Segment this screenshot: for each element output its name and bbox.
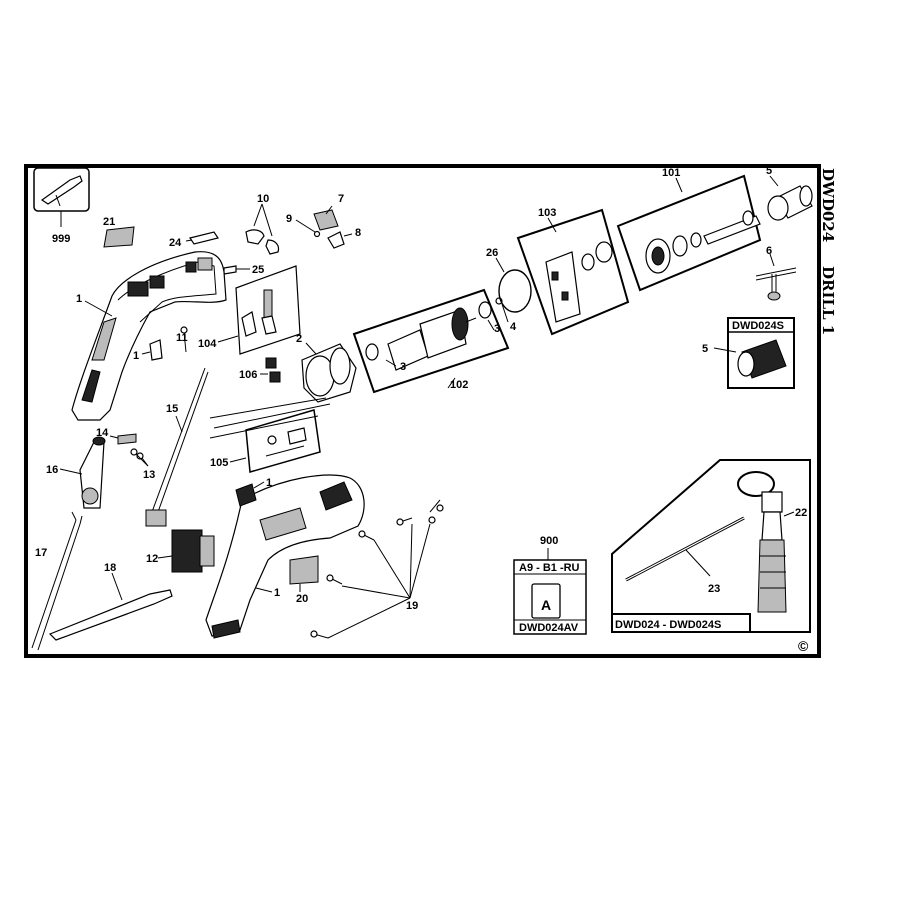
manual-book-icon [531,583,561,619]
side-title-type: DRILL 1 [819,266,837,335]
stator-field-part [209,343,357,429]
side-handle-part [737,471,787,613]
spindle-box [616,174,762,292]
gear-housing-box [516,208,630,336]
label-sticker [103,226,135,248]
part-number-5-top: 5 [766,165,772,177]
part-number-9: 9 [286,213,292,225]
armature-part [365,307,477,371]
part-number-22: 22 [795,507,807,519]
part-number-1-cover: 1 [266,477,272,489]
clamp-part-b [265,239,280,255]
part-number-999: 999 [52,233,70,245]
part-number-1-bracket: 1 [133,350,139,362]
spring-clip-part [223,265,237,275]
part-number-15: 15 [166,403,178,415]
cable-harness-box [245,409,321,473]
keyed-chuck-part [767,185,813,221]
part-number-17: 17 [35,547,47,559]
part-number-101: 101 [662,167,680,179]
part-number-19: 19 [406,600,418,612]
housing-half-left [71,251,227,421]
cord-clamp-part [117,433,137,445]
side-handle-bar-part [48,589,173,641]
part-number-13: 13 [143,469,155,481]
housing-half-right [205,474,365,639]
part-number-8: 8 [355,227,361,239]
part-number-5-variant: 5 [702,343,708,355]
manual-code-label: A9 - B1 -RU [519,562,580,574]
small-cover-part [235,483,257,507]
spindle-part [645,210,761,274]
part-number-6: 6 [766,245,772,257]
diagram-frame [24,164,821,658]
part-number-103: 103 [538,207,556,219]
part-number-14: 14 [96,427,109,439]
grease-tube-icon [33,167,90,227]
manual-icon-letter: A [541,597,551,613]
part-number-23: 23 [708,583,720,595]
part-number-12: 12 [146,553,158,565]
plate-part [289,555,319,585]
part-number-11: 11 [176,332,188,344]
part-number-4: 4 [510,321,517,333]
part-number-25: 25 [252,264,264,276]
part-number-1-housing: 1 [274,587,280,599]
side-title-model: DWD024 [819,168,837,242]
variant-box-label: DWD024S [732,320,784,332]
copyright-symbol: © [798,638,809,654]
part-number-106: 106 [239,369,257,381]
part-number-16: 16 [46,464,58,476]
part-number-105: 105 [210,457,228,469]
switch-cover-part [313,209,339,231]
part-number-104: 104 [198,338,217,350]
part-number-1-top: 1 [76,293,82,305]
screw-set [310,499,444,639]
lever-part [327,231,345,249]
o-ring-part [498,269,532,313]
part-number-10: 10 [257,193,269,205]
part-number-7: 7 [338,193,344,205]
part-number-24: 24 [169,237,182,249]
part-number-900: 900 [540,535,558,547]
switch-part [171,529,203,573]
part-number-21: 21 [103,216,115,228]
cable-plug [145,509,167,527]
armature-box [352,288,510,394]
manual-box-label: DWD024AV [519,622,579,634]
keyless-chuck-part [737,339,787,379]
part-number-20: 20 [296,593,308,605]
part-number-26: 26 [486,247,498,259]
clamp-part-a [245,229,265,245]
part-number-3-right: 3 [494,323,500,335]
part-number-18: 18 [104,562,116,574]
bracket-part [149,339,163,361]
clip-part [189,231,219,245]
part-number-3-left: 3 [400,361,406,373]
gear-housing-part [545,241,613,323]
accessory-box-label: DWD024 - DWD024S [615,619,721,631]
part-number-102: 102 [450,379,468,391]
part-number-2: 2 [296,333,302,345]
